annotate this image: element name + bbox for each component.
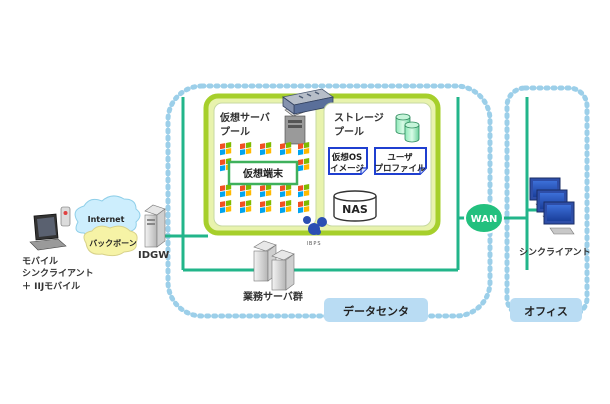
virtual-server-pool-title: 仮想サーバ — [219, 111, 270, 124]
windows-logo-icon — [220, 184, 232, 198]
windows-logo-icon — [220, 200, 232, 214]
windows-logo-icon — [260, 200, 272, 214]
virtual-terminal-label: 仮想端末 — [242, 167, 284, 180]
backbone-label: バックボーン — [89, 238, 137, 248]
datacenter-label-bg — [324, 298, 428, 322]
windows-logo-icon — [240, 184, 252, 198]
windows-logo-icon — [240, 142, 252, 156]
windows-logo-icon — [260, 142, 272, 156]
ibps-logo-text: IBPS — [306, 241, 321, 247]
laptop-icon — [29, 213, 67, 251]
virtual-server-pool-title-2: プール — [220, 125, 250, 138]
os-image-file-icon — [328, 147, 368, 175]
os-image-label-2: イメージ — [330, 164, 364, 174]
storage-pool-title: ストレージ — [334, 112, 384, 124]
datacenter-label: データセンタ — [343, 304, 409, 318]
business-servers-label: 業務サーバ群 — [242, 290, 303, 303]
office-label: オフィス — [524, 305, 568, 318]
storage-pool-title-2: プール — [334, 125, 364, 138]
storage-pool: ストレージ プール 仮想OS イメージ ユーザ プロファイル NAS — [323, 102, 432, 227]
wan-node — [464, 202, 504, 234]
ibps-logo: IBPS — [303, 216, 327, 247]
virtual-terminal-box — [227, 160, 299, 186]
windows-logo-icon — [298, 200, 310, 214]
mobile-label-line-2: シンクライアント — [22, 268, 94, 279]
windows-logo-icon — [298, 142, 310, 156]
nas-label: NAS — [342, 203, 368, 216]
mobile-phone-icon — [60, 206, 71, 227]
business-server-icon — [253, 240, 295, 291]
office-client-label: シンクライアント — [519, 247, 591, 258]
internet-cloud-icon — [74, 195, 141, 257]
windows-logo-icon — [280, 200, 292, 214]
database-icon — [395, 113, 420, 143]
windows-logos-grid — [220, 142, 310, 214]
user-profile-label: ユーザ — [387, 153, 413, 163]
network-lines — [165, 97, 545, 272]
mobile-label-line-1: モバイル — [22, 256, 58, 267]
windows-logo-icon — [298, 158, 310, 172]
os-image-label: 仮想OS — [331, 152, 362, 163]
mobile-label-line-3: ＋ IIJモバイル — [22, 281, 80, 292]
user-profile-label-2: プロファイル — [374, 163, 426, 174]
windows-logo-icon — [260, 184, 272, 198]
nas-icon — [333, 190, 377, 222]
windows-logo-icon — [280, 184, 292, 198]
windows-logo-icon — [220, 142, 232, 156]
windows-logo-icon — [298, 184, 310, 198]
wan-label: WAN — [471, 214, 498, 225]
internet-label: Internet — [88, 215, 125, 224]
office-client-computers-icon — [529, 177, 575, 235]
windows-logo-icon — [280, 142, 292, 156]
windows-logo-icon — [240, 200, 252, 214]
office-label-bg — [510, 298, 582, 322]
user-profile-file-icon — [374, 147, 427, 175]
virtual-server-pool: 仮想サーバ プール 仮想端末 — [213, 102, 317, 227]
idgw-server-icon — [144, 204, 166, 248]
idgw-label: IDGW — [138, 250, 169, 261]
